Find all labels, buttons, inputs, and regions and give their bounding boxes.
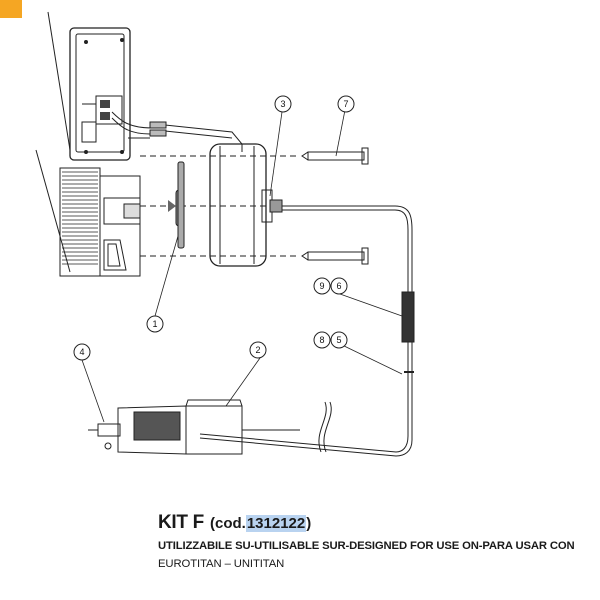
leader-lines	[81, 109, 403, 423]
callout-4: 4	[73, 343, 91, 361]
callout-5-label: 5	[336, 335, 341, 345]
wiring	[111, 111, 243, 152]
callout-5: 5	[330, 331, 348, 349]
corner-tab-marker	[0, 0, 22, 18]
callout-6: 6	[330, 277, 348, 295]
callout-3: 3	[274, 95, 292, 113]
callout-9: 9	[313, 277, 331, 295]
callout-2-label: 2	[255, 345, 260, 355]
callout-8: 8	[313, 331, 331, 349]
callout-3-label: 3	[280, 99, 285, 109]
callout-1-label: 1	[152, 319, 157, 329]
cod-prefix: (cod.	[210, 515, 246, 532]
callout-4-label: 4	[79, 347, 84, 357]
motor-part-3	[209, 143, 395, 267]
gasket-part-1	[168, 161, 185, 249]
callout-7-label: 7	[343, 99, 348, 109]
usage-line: UTILIZZABILE SU-UTILISABLE SUR-DESIGNED …	[158, 540, 575, 552]
callout-6-label: 6	[336, 281, 341, 291]
probe-assembly	[88, 399, 300, 455]
kit-name: KIT F	[158, 512, 204, 533]
callout-8-label: 8	[319, 335, 324, 345]
control-board-housing	[35, 11, 131, 273]
screws-part-7	[301, 147, 369, 265]
callout-7: 7	[337, 95, 355, 113]
kit-code: 1312122	[245, 515, 307, 532]
kit-code-group: (cod. 1312122 )	[210, 515, 311, 532]
callout-9-label: 9	[319, 281, 324, 291]
callout-1: 1	[146, 315, 164, 333]
capillary-tube	[199, 205, 415, 457]
kit-caption: KIT F (cod. 1312122 ) UTILIZZABILE SU-UT…	[158, 512, 588, 570]
kit-title: KIT F (cod. 1312122 )	[158, 512, 588, 534]
mixer-body	[59, 167, 141, 277]
compatible-models: EUROTITAN – UNITITAN	[158, 558, 285, 570]
cod-suffix: )	[306, 515, 312, 532]
callout-2: 2	[249, 341, 267, 359]
